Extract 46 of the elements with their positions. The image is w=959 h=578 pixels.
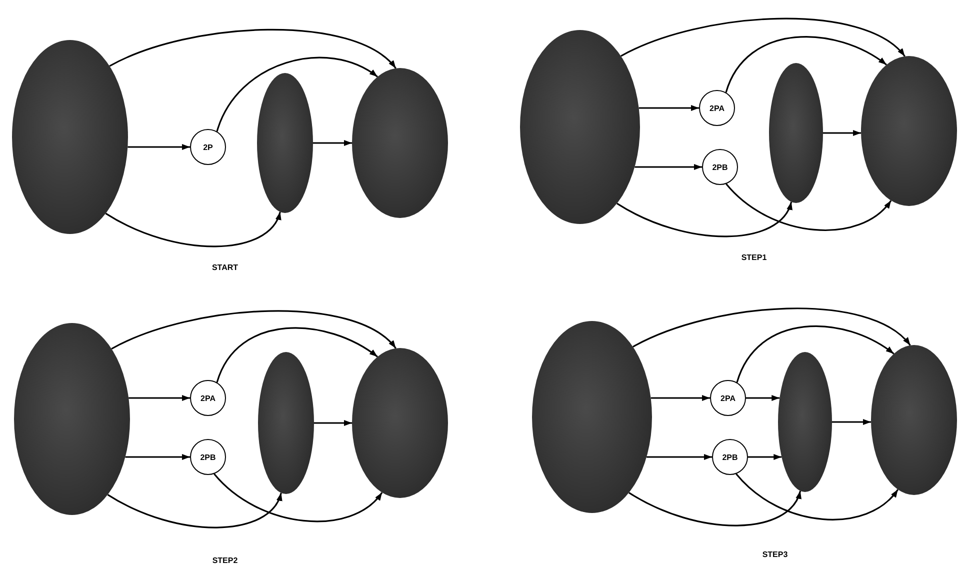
node-label: 2PA	[200, 394, 216, 402]
arrow	[214, 473, 383, 522]
arrow	[746, 395, 780, 401]
arrow	[313, 140, 352, 146]
arrow	[634, 164, 702, 170]
arrow	[128, 395, 190, 401]
node-label: 2PB	[200, 452, 216, 462]
arrow	[216, 327, 378, 383]
arrow	[646, 454, 712, 460]
process-circle	[702, 149, 738, 185]
arrow	[216, 56, 378, 132]
arrow	[109, 28, 396, 69]
node-label: 2PB	[722, 452, 738, 462]
arrow	[620, 18, 906, 57]
arrow	[736, 326, 894, 383]
arrow	[650, 395, 710, 401]
arrow	[105, 212, 281, 248]
arrow	[725, 36, 887, 93]
arrow	[314, 420, 352, 426]
arrow	[632, 308, 911, 348]
panel-caption: START	[212, 263, 238, 272]
arrow	[111, 310, 396, 350]
node-label: 2PA	[710, 104, 724, 112]
arrow	[125, 454, 190, 460]
panel-caption: STEP2	[212, 556, 238, 565]
arrow	[736, 473, 898, 520]
process-circle	[699, 90, 735, 126]
arrow	[832, 419, 872, 425]
arrow	[726, 183, 892, 231]
arrow	[638, 105, 699, 111]
arrow	[107, 492, 282, 528]
process-circle	[190, 439, 226, 475]
arrow	[628, 490, 802, 526]
arrow	[748, 454, 782, 460]
node-label: 2P	[203, 142, 213, 152]
node-label: 2PB	[712, 162, 728, 172]
arrow	[823, 130, 862, 136]
process-circle	[710, 380, 746, 416]
arrow	[616, 202, 792, 238]
process-circle	[190, 380, 226, 416]
panel-caption: STEP3	[762, 550, 788, 559]
arrow	[128, 144, 190, 150]
panel-caption: STEP1	[741, 253, 767, 262]
process-circle	[712, 439, 748, 475]
process-circle	[190, 129, 226, 165]
node-label: 2PA	[720, 394, 736, 402]
